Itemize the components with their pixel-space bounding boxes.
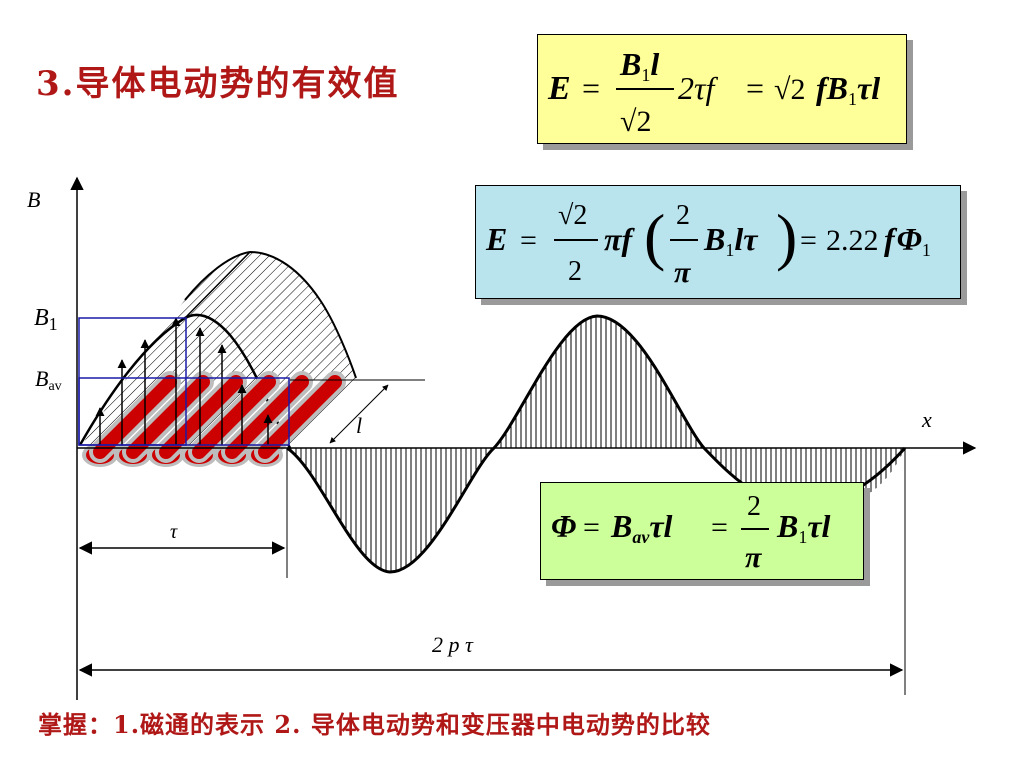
field-arrows — [95, 317, 273, 445]
svg-text:=: = — [711, 511, 728, 544]
y-axis-label: B — [27, 187, 40, 212]
svg-text:=: = — [800, 224, 817, 257]
page-title: 3.导体电动势的有效值 — [36, 64, 400, 104]
two-p-tau-label: 2 p τ — [432, 632, 474, 657]
svg-text:2τf: 2τf — [678, 70, 718, 106]
svg-text:Φ: Φ — [551, 508, 576, 544]
footer-note: 掌握：1.磁通的表示 2. 导体电动势和变压器中电动势的比较 — [38, 710, 711, 739]
svg-text:=: = — [520, 224, 537, 257]
svg-text:B1τl: B1τl — [776, 508, 831, 547]
svg-text:fΦ1: fΦ1 — [884, 221, 931, 260]
svg-text:2: 2 — [568, 256, 582, 287]
svg-text:fB1τl: fB1τl — [816, 70, 880, 109]
svg-text:π: π — [745, 541, 762, 574]
svg-text:): ) — [776, 201, 797, 272]
flux-formula-box: Φ = Bavτl = 2 π B1τl — [540, 482, 864, 580]
l-dimension-arrow — [329, 384, 389, 444]
emf-flux-formula-box: E = √2 2 πf ( 2 π B1lτ ) = 2.22 fΦ1 — [475, 185, 961, 299]
x-axis-label: x — [921, 407, 932, 432]
negative-half-wave-left — [287, 448, 494, 572]
l-label: l — [356, 413, 362, 438]
svg-text:E: E — [547, 70, 571, 107]
tau-label: τ — [170, 521, 178, 543]
hump-3d-top-hatch — [184, 250, 357, 379]
svg-text:√2: √2 — [620, 105, 651, 138]
svg-text:=: = — [583, 511, 600, 544]
svg-text:(: ( — [644, 201, 665, 272]
positive-half-wave — [494, 316, 704, 448]
svg-text:π: π — [674, 256, 691, 289]
svg-text:2.22: 2.22 — [826, 224, 879, 257]
svg-text:B1l: B1l — [619, 46, 659, 85]
bav-label: Bav — [35, 366, 62, 394]
svg-text:E: E — [485, 221, 507, 257]
svg-text:2: 2 — [676, 200, 690, 231]
emf-rms-formula-box: E = B1l √2 2τf = √2 fB1τl — [537, 34, 907, 144]
svg-text:=: = — [582, 70, 600, 106]
svg-text:√2: √2 — [558, 200, 587, 231]
svg-text:Bavτl: Bavτl — [610, 508, 673, 547]
svg-text:B1lτ: B1lτ — [703, 221, 759, 260]
svg-text:πf: πf — [604, 221, 635, 257]
bav-rectangle — [78, 377, 290, 446]
svg-text:2: 2 — [747, 491, 761, 522]
svg-text:=: = — [746, 70, 764, 106]
hump-back-edge — [184, 251, 251, 319]
svg-text:√2: √2 — [774, 73, 805, 106]
b1-label: B1 — [34, 305, 58, 334]
